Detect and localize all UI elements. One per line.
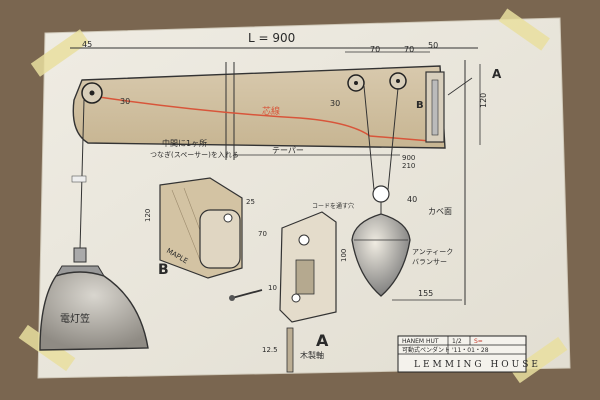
lamp-cord: [79, 99, 85, 251]
screw-head: [229, 295, 235, 301]
wall-label: カベ面: [428, 207, 452, 216]
company-name: LEMMING HOUSE: [414, 360, 541, 370]
dim-30-left: 30: [120, 97, 130, 106]
tape-top-right: [498, 8, 550, 51]
right-pulley-axle: [396, 79, 400, 83]
part-b-top-label: B: [416, 100, 424, 111]
balancer-weight: [351, 213, 411, 297]
dim-50: 50: [428, 41, 438, 50]
part-b-cap: [199, 209, 241, 269]
dim-70a: 70: [370, 45, 380, 54]
title-block: HANEM HUT 1/2 S= 可動式ペンダント '11・01・28 LEMM…: [397, 335, 541, 373]
dim-120-right: 120: [479, 93, 488, 108]
red-core-line: [91, 95, 443, 143]
overall-length-label: L = 900: [248, 31, 295, 45]
balancer-pulley: [372, 185, 390, 203]
lamp-socket: [73, 247, 87, 263]
bracket-slot: [431, 79, 439, 136]
part-a-upper-hole: [298, 234, 310, 246]
dim-left-offset: 45: [82, 40, 92, 49]
lamp-shade: [39, 271, 149, 351]
part-b-detail-label: B: [158, 262, 169, 278]
dim-40: 40: [407, 195, 417, 204]
dim-100: 100: [340, 249, 348, 262]
part-a-leader: [447, 77, 473, 96]
middle-note-1: 中間に1ヶ所: [162, 138, 207, 148]
wooden-shaft: [286, 327, 294, 373]
title-row1-col3: S=: [474, 338, 483, 345]
antique-label-1: アンティーク: [412, 248, 453, 256]
wooden-arm: [72, 65, 446, 149]
tape-top-left: [30, 29, 90, 77]
middle-pulley-axle: [354, 81, 358, 85]
dim-10: 10: [268, 284, 277, 292]
dim-25: 25: [246, 198, 255, 206]
dim-70b: 70: [404, 45, 414, 54]
title-row1-col2: 1/2: [452, 338, 462, 345]
part-a-top-label: A: [492, 67, 502, 81]
balancer-rope-1: [363, 85, 375, 191]
part-a-lower-hole: [291, 293, 301, 303]
balancer-rope-2: [387, 87, 399, 191]
part-a-detail-label: A: [316, 331, 329, 350]
dim-900: 900: [402, 154, 415, 162]
antique-label-2: バランサー: [412, 258, 447, 266]
title-row2-col2: '11・01・28: [452, 347, 489, 354]
dim-210: 210: [402, 162, 415, 170]
wood-shaft-label: 木製軸: [300, 350, 324, 360]
middle-note-2: つなぎ(スペーサー)を入れる: [150, 150, 239, 159]
wood-grain-1: [171, 189, 201, 261]
lamp-shade-label: 電灯笠: [60, 312, 90, 325]
dim-155: 155: [418, 289, 433, 298]
cord-note: コードを通す穴: [312, 202, 354, 210]
part-a-slot: [295, 259, 315, 295]
dim-70-side: 70: [258, 230, 267, 238]
dim-12-5: 12.5: [262, 346, 278, 354]
left-pulley-axle: [89, 90, 95, 96]
title-row1-col1: HANEM HUT: [402, 338, 439, 345]
red-line-note: 芯線: [262, 105, 280, 117]
cord-break: [71, 175, 87, 183]
screw: [231, 289, 263, 299]
part-b-hole: [223, 213, 233, 223]
dim-120-side: 120: [144, 209, 152, 222]
taper-label: テーパー: [272, 146, 304, 155]
title-row2-col1: 可動式ペンダント: [402, 346, 450, 354]
dim-30-right: 30: [330, 99, 340, 108]
